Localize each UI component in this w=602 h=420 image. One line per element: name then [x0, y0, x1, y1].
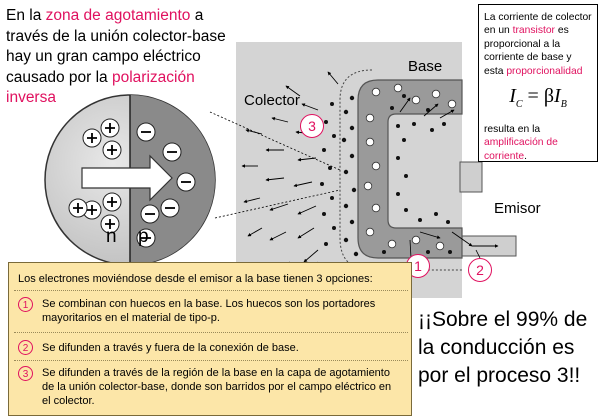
- option-1-text: Se combinan con huecos en la base. Los h…: [42, 298, 376, 324]
- info-link-proportionality[interactable]: proporcionalidad: [506, 65, 583, 77]
- option-3-number: 3: [18, 366, 33, 381]
- base-region: [357, 79, 463, 259]
- formula-ib-sub: B: [560, 99, 567, 111]
- separator: [14, 360, 408, 361]
- formula-ic-sub: C: [515, 99, 523, 111]
- options-box: [8, 262, 412, 416]
- minus-charges: [141, 131, 191, 239]
- pointer-2: [475, 249, 481, 259]
- info-part: La corriente de colector en un: [484, 12, 592, 37]
- option-3-text: Se difunden a través de la región de la …: [42, 367, 392, 407]
- intro-part: En la: [6, 7, 46, 24]
- formula-eq: = β: [522, 85, 555, 108]
- p-label: p: [138, 226, 149, 247]
- info-part: es proporcional a la corriente de base y…: [484, 25, 572, 77]
- option-2-text: Se difunden a través y fuera de la conex…: [42, 342, 299, 354]
- intro-highlight-reverse-bias[interactable]: polarización inversa: [6, 68, 195, 107]
- base-arrows: [399, 97, 499, 248]
- conclusion-text: ¡¡Sobre el 99% de la conducción es por e…: [418, 308, 588, 387]
- base-label: Base: [408, 58, 443, 75]
- option-1-number: 1: [18, 297, 33, 312]
- info-box: La corriente de colector en un transisto…: [478, 4, 598, 162]
- field-arrow-icon: [81, 154, 173, 202]
- info-link-transistor[interactable]: transistor: [512, 25, 555, 37]
- collector-label: Colector: [244, 92, 300, 109]
- intro-text: En la zona de agotamiento a través de la…: [6, 6, 238, 109]
- n-label: n: [106, 226, 117, 247]
- marker-3: 3: [300, 114, 324, 138]
- emitter-terminal: [459, 161, 483, 193]
- magnified-junction: [44, 94, 216, 266]
- separator: [14, 290, 408, 291]
- depletion-outline: [339, 69, 462, 271]
- plus-charges: [73, 123, 117, 229]
- info-link-amplification[interactable]: amplificación de corriente: [484, 137, 558, 162]
- formula-ib: I: [554, 85, 561, 108]
- holes: [363, 83, 457, 251]
- zoom-line-bottom: [214, 189, 341, 219]
- marker-2: 2: [468, 258, 492, 282]
- separator: [14, 332, 408, 333]
- formula-ic: I: [509, 85, 516, 108]
- info-part: .: [524, 150, 527, 162]
- electrons: [320, 94, 452, 257]
- info-part: resulta en la: [484, 124, 541, 136]
- options-title: Los electrones moviéndose desde el emiso…: [18, 273, 373, 285]
- emitter-label: Emisor: [494, 200, 541, 217]
- intro-highlight-depletion[interactable]: zona de agotamiento: [45, 7, 191, 24]
- option-2-number: 2: [18, 340, 33, 355]
- intro-part: a través de la unión colector-base hay u…: [6, 7, 226, 86]
- current-formula: IC = βIB: [484, 84, 592, 117]
